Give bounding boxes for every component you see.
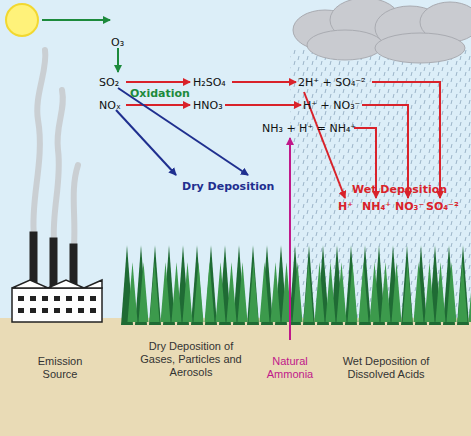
- ion-equation: H⁺ + NO₃⁻: [303, 99, 360, 112]
- ion-label: NH₄⁺: [362, 200, 391, 213]
- ion-label: H⁺: [338, 200, 353, 213]
- ion-equation: 2H⁺ + SO₄⁻²: [298, 76, 366, 89]
- chemical-label: HNO₃: [193, 99, 223, 112]
- process-label: Dry Deposition: [182, 180, 274, 193]
- ion-label: NO₃⁻: [395, 200, 424, 213]
- chemical-label: NOₓ: [99, 99, 121, 112]
- ion-label: SO₄⁻²: [426, 200, 459, 213]
- chemical-label: O₃: [111, 36, 124, 49]
- caption-label: Emission Source: [20, 355, 100, 381]
- chemical-label: H₂SO₄: [193, 76, 226, 89]
- caption-label: Dry Deposition of Gases, Particles and A…: [132, 340, 250, 379]
- ion-equation: NH₃ + H⁺ = NH₄⁺: [262, 122, 356, 135]
- caption-label: Wet Deposition of Dissolved Acids: [330, 355, 442, 381]
- process-label: Oxidation: [130, 87, 190, 100]
- chemical-label: SO₂: [99, 76, 119, 89]
- process-label: Wet Deposition: [352, 183, 447, 196]
- caption-label: Natural Ammonia: [258, 355, 322, 381]
